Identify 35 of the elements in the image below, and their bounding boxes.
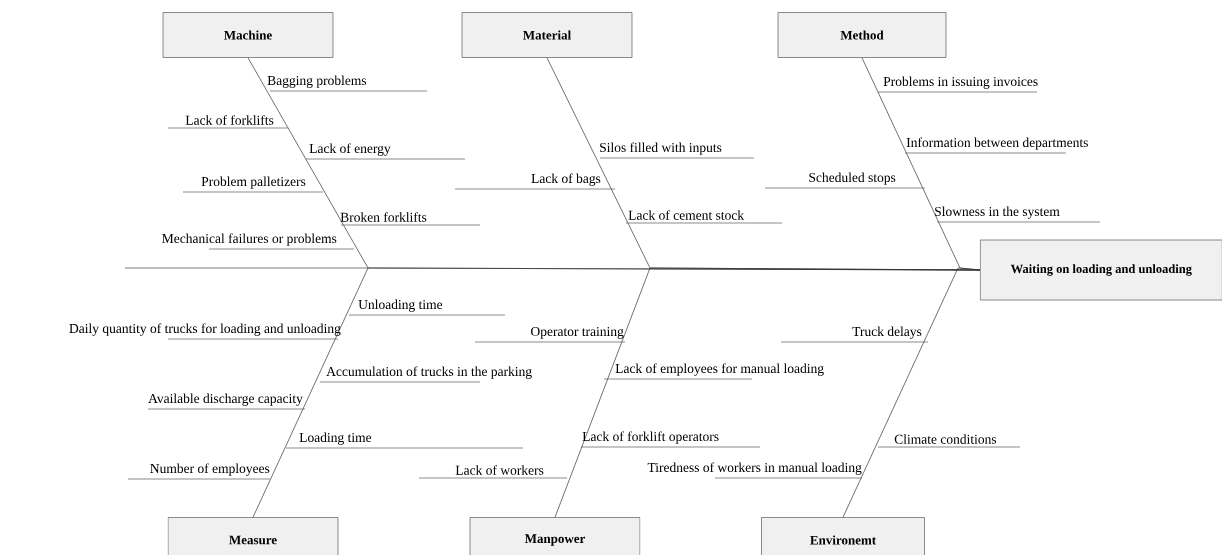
cause-label: Lack of cement stock (625, 210, 783, 224)
category-box: Waiting on loading and unloading (980, 239, 1222, 301)
cause-label: Unloading time (348, 299, 506, 316)
cause-label: Mechanical failures or problems (162, 233, 355, 250)
category-box: Machine (162, 12, 334, 58)
cause-label: Lack of bags (454, 173, 616, 190)
cause-label: Number of employees (127, 463, 271, 480)
cause-label: Loading time (285, 432, 524, 449)
cause-label: Operator training (474, 326, 626, 343)
cause-label: Information between departments (904, 137, 1088, 154)
category-box: Environemt (761, 517, 925, 555)
category-box: Manpower (469, 517, 641, 555)
cause-label: Scheduled stops (764, 172, 926, 189)
cause-label: Lack of energy (305, 143, 466, 160)
category-box: Material (461, 12, 633, 58)
cause-label: Climate conditions (877, 434, 1021, 448)
cause-label: Lack of employees for manual loading (603, 363, 824, 380)
cause-label: Lack of workers (418, 465, 568, 479)
cause-label: Accumulation of trucks in the parking (319, 366, 532, 383)
bone-line (842, 267, 981, 518)
bone-line (554, 267, 981, 518)
cause-label: Problem palletizers (182, 176, 324, 193)
cause-label: Problems in issuing invoices (877, 76, 1038, 93)
cause-label: Slowness in the system (935, 206, 1101, 223)
cause-label: Daily quantity of trucks for loading and unloading (69, 323, 341, 340)
cause-label: Truck delays (780, 326, 929, 343)
cause-label: Bagging problems (267, 75, 428, 92)
cause-label: Lack of forklifts (167, 115, 289, 129)
cause-label: Available discharge capacity (147, 393, 306, 410)
category-box: Method (777, 12, 947, 58)
cause-label: Silos filled with inputs (599, 142, 755, 159)
cause-label: Tiredness of workers in manual loading (647, 462, 863, 479)
category-box: Measure (167, 517, 339, 555)
cause-label: Lack of forklift operators (580, 431, 761, 448)
cause-label: Broken forklifts (340, 212, 481, 226)
